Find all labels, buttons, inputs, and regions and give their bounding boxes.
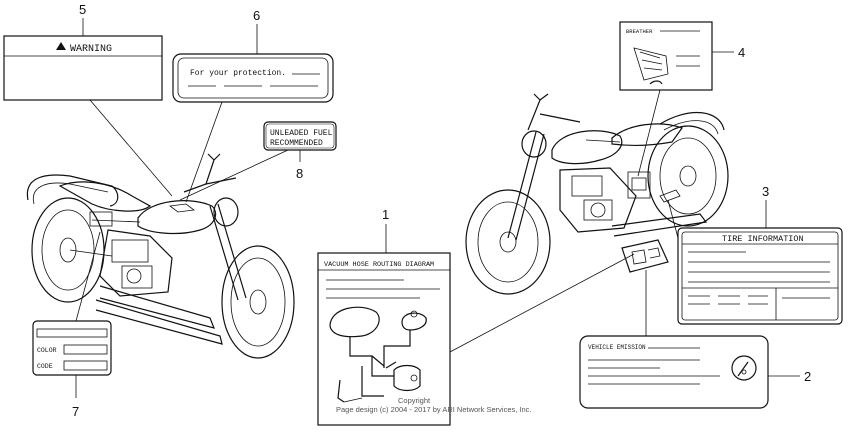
vehicle-emission-label: VEHICLE EMISSION <box>579 335 769 409</box>
callout-1: 1 <box>382 207 389 222</box>
callout-8: 8 <box>296 166 303 181</box>
breather-hand-icon <box>633 47 669 85</box>
color-code-label: COLOR CODE <box>32 320 112 376</box>
code-field-label: CODE <box>37 363 53 370</box>
breather-label: BREATHER <box>619 21 713 91</box>
decal-logo <box>621 239 669 273</box>
tire-label-title: TIRE INFORMATION <box>722 234 804 244</box>
vacuum-hose-label: VACUUM HOSE ROUTING DIAGRAM Copyright Pa… <box>317 252 532 426</box>
unleaded-line2: RECOMMENDED <box>270 139 323 148</box>
motorcycle-left-illustration <box>26 153 295 359</box>
unleaded-line1: UNLEADED FUEL <box>270 129 333 138</box>
unleaded-fuel-label: UNLEADED FUEL RECOMMENDED <box>263 121 337 151</box>
protection-label-text: For your protection. <box>190 69 286 78</box>
color-field-label: COLOR <box>37 347 57 354</box>
callout-5: 5 <box>79 2 86 17</box>
tire-information-label: TIRE INFORMATION <box>677 227 843 325</box>
warning-label: WARNING <box>3 35 163 101</box>
motorcycle-right-illustration <box>465 93 729 295</box>
callout-7: 7 <box>72 404 79 419</box>
emission-gauge-icon <box>731 355 757 381</box>
vacuum-label-title: VACUUM HOSE ROUTING DIAGRAM <box>324 261 434 269</box>
callout-4: 4 <box>738 45 745 60</box>
callout-6: 6 <box>253 8 260 23</box>
protection-label: For your protection. <box>172 53 334 103</box>
copyright-line1: Copyright <box>398 396 431 405</box>
callout-2: 2 <box>804 369 811 384</box>
copyright-line2: Page design (c) 2004 - 2017 by ARI Netwo… <box>336 405 532 414</box>
callout-3: 3 <box>762 184 769 199</box>
warning-triangle-icon <box>56 42 66 50</box>
emission-label-text: VEHICLE EMISSION <box>588 344 646 351</box>
warning-label-text: WARNING <box>70 44 112 55</box>
breather-label-text: BREATHER <box>626 28 653 35</box>
